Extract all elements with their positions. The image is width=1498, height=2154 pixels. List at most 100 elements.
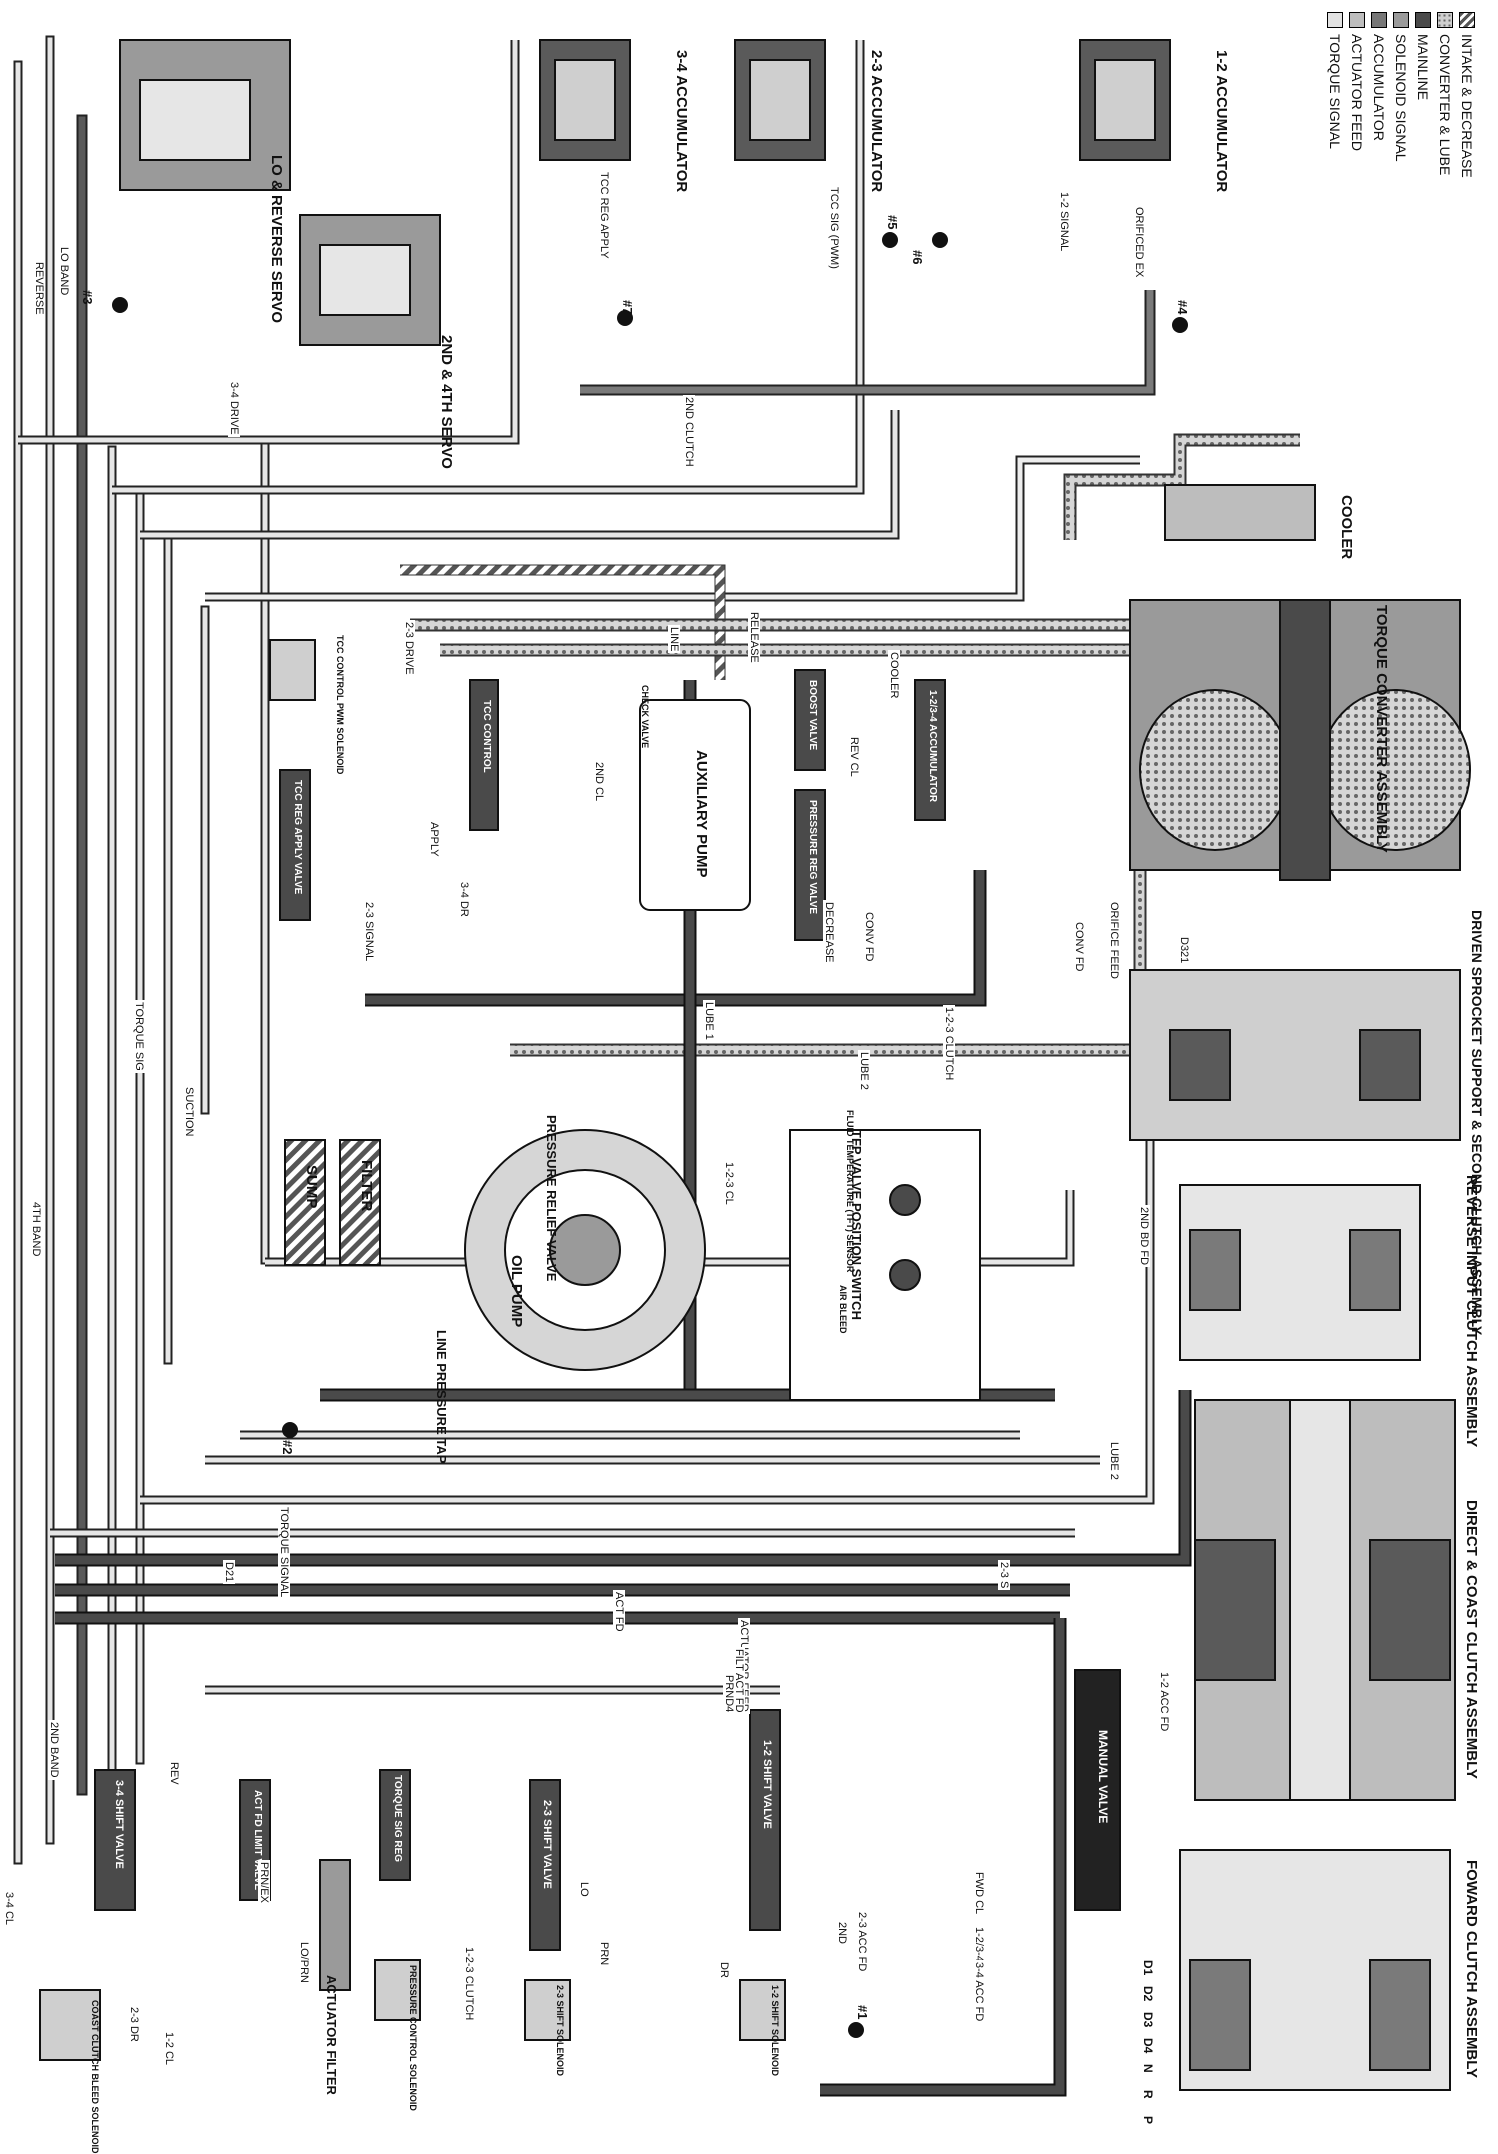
checkball-label: #4: [1175, 300, 1190, 315]
passage-label: FWD CL: [973, 1870, 985, 1917]
gear-position-label: D4: [1141, 2038, 1155, 2054]
mainline-passages: [55, 680, 1192, 2097]
pc-solenoid-body: [374, 1959, 421, 2021]
passage-label: TCC REG APPLY: [598, 170, 610, 261]
passage-label: CONV FD: [863, 910, 875, 964]
checkball-7: [617, 310, 633, 326]
acc-34-title: 3-4 ACCUMULATOR: [673, 50, 690, 193]
tcc-reg-apply-label: TCC REG APPLY VALVE: [292, 780, 303, 895]
legend-item: INTAKE & DECREASE: [1459, 12, 1475, 178]
passage-label: CONV FD: [1073, 920, 1085, 974]
passage-label: 1-2 CL: [163, 2030, 175, 2068]
passage-label: LO BAND: [58, 245, 70, 298]
legend-item: CONVERTER & LUBE: [1437, 12, 1453, 175]
servo-24-title: 2ND & 4TH SERVO: [438, 335, 455, 469]
auxiliary-pump-body: [639, 699, 751, 911]
top-passages: [18, 40, 1156, 680]
passage-label: 2ND: [836, 1920, 848, 1947]
tcc-pwm-sol-body: [269, 639, 316, 701]
line-pressure-tap-title: LINE PRESSURE TAP: [434, 1330, 449, 1464]
direct-coast-title: DIRECT & COAST CLUTCH ASSEMBLY: [1463, 1500, 1480, 1779]
passage-label: 1-2-3 CLUTCH: [943, 1005, 955, 1083]
passage-label: SUCTION: [183, 1085, 195, 1139]
passage-label: REV: [168, 1760, 180, 1787]
passage-label: 1-2-3 CL: [723, 1160, 735, 1207]
legend-label: ACTUATOR FEED: [1349, 34, 1365, 151]
cooler-body: [1164, 484, 1316, 541]
legend-label: CONVERTER & LUBE: [1437, 34, 1453, 176]
actuator-filter-title: ACTUATOR FILTER: [324, 1975, 339, 2095]
passage-label: 2-3 SIGNAL: [363, 900, 375, 964]
checkball-1: [848, 2022, 864, 2038]
filter-body: [339, 1139, 381, 1266]
passage-label: DR: [718, 1960, 730, 1980]
passage-label: LUBE 2: [858, 1050, 870, 1092]
passage-label: ORIFICE FEED: [1108, 900, 1120, 982]
passage-label: 2-3 DR: [128, 2005, 140, 2044]
legend-swatch: [1371, 12, 1387, 28]
passage-label: REVERSE: [33, 260, 45, 317]
shift-34-body: [94, 1769, 136, 1911]
legend-item: SOLENOID SIGNAL: [1393, 12, 1409, 162]
legend-swatch: [1327, 12, 1343, 28]
shift-23-label: 2-3 SHIFT VALVE: [541, 1800, 553, 1889]
boost-valve-body: [794, 669, 826, 771]
checkball-label: #2: [280, 1440, 295, 1455]
checkballs: [112, 232, 1188, 2038]
gear-position-label: D2: [1141, 1986, 1155, 2002]
check-valve-label: CHECK VALVE: [640, 685, 650, 749]
pressure-reg-label: PRESSURE REG VALVE: [807, 800, 818, 915]
legend-label: TORQUE SIGNAL: [1327, 34, 1343, 149]
passage-label: RELEASE: [748, 610, 760, 665]
passage-label: APPLY: [428, 820, 440, 859]
passage-label: 2ND CLUTCH: [683, 395, 695, 469]
tcc-control-label: TCC CONTROL: [481, 700, 492, 773]
passage-label: 2-3 ACC FD: [856, 1910, 868, 1974]
acc-23-title: 2-3 ACCUMULATOR: [868, 50, 885, 193]
shift-23-body: [529, 1779, 561, 1951]
passage-label: 3-4 DRIVE: [228, 380, 240, 437]
passage-label: TCC SIG (PWM): [828, 185, 840, 271]
passage-label: 1-2 SIGNAL: [1058, 190, 1070, 254]
forward-clutch-title: FOWARD CLUTCH ASSEMBLY: [1463, 1860, 1480, 2079]
passage-label: DECREASE: [823, 900, 835, 965]
legend-item: MAINLINE: [1415, 12, 1431, 100]
checkball-6: [932, 232, 948, 248]
legend-swatch: [1437, 12, 1453, 28]
manual-valve-body: [1074, 1669, 1121, 1911]
passage-label: LUBE 2: [1108, 1440, 1120, 1482]
passage-label: D21: [223, 1560, 235, 1585]
passage-label: 1-2-3 CLUTCH: [463, 1945, 475, 2023]
passage-label: 3-4 CL: [3, 1890, 15, 1928]
pressure-relief-title: PRESSURE RELIEF VALVE: [544, 1115, 559, 1282]
passage-label: LO/PRN: [298, 1940, 310, 1985]
legend-label: SOLENOID SIGNAL: [1393, 34, 1409, 162]
pc-solenoid-label: PRESSURE CONTROL SOLENOID: [408, 1965, 418, 2111]
sump-body: [284, 1139, 326, 1266]
tcc-control-body: [469, 679, 499, 831]
component-blocks: [39, 39, 1471, 2091]
filter-title: FILTER: [358, 1160, 375, 1212]
checkball-3: [112, 297, 128, 313]
checkball-5: [882, 232, 898, 248]
passage-label: LO: [578, 1880, 590, 1899]
passage-label: TORQUE SIG: [133, 1000, 145, 1073]
acc-1234-label: 1-2/3-4 ACCUMULATOR: [927, 690, 938, 803]
coast-bleed-body: [39, 1989, 101, 2061]
gear-position-label: D3: [1141, 2012, 1155, 2028]
air-bleed-label: AIR BLEED: [838, 1285, 848, 1334]
reverse-input-title: REVERSE INPUT CLUTCH ASSEMBLY: [1463, 1175, 1480, 1448]
passage-label: TORQUE SIGNAL: [278, 1505, 290, 1600]
passage-label: REV CL: [848, 735, 860, 779]
tfp-switch-body: [789, 1129, 981, 1401]
acc-1234-body: [914, 679, 946, 821]
passage-label: PRN: [598, 1940, 610, 1968]
passage-label: 2-3 DRIVE: [403, 620, 415, 677]
gear-position-label: R: [1141, 2090, 1155, 2099]
passage-label: ORIFICED EX: [1133, 205, 1145, 280]
legend-item: TORQUE SIGNAL: [1327, 12, 1343, 149]
lower-passages: [50, 1100, 1155, 1695]
actuator-filter-body: [319, 1859, 351, 1991]
legend-swatch: [1415, 12, 1431, 28]
lo-rev-servo-title: LO & REVERSE SERVO: [268, 155, 285, 324]
